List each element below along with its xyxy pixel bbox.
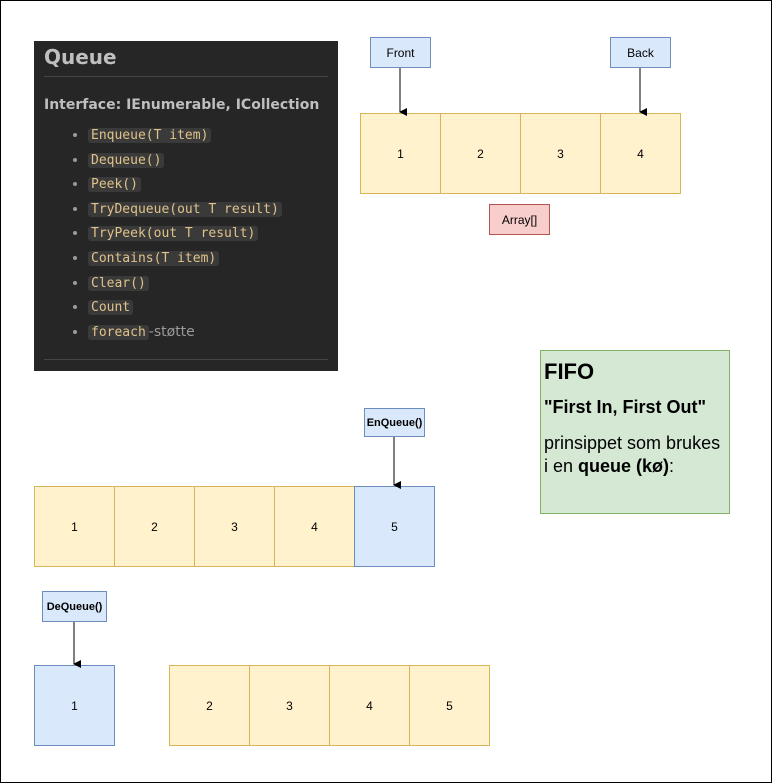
enqueue-cell-2: 2 xyxy=(114,486,195,567)
list-item: Peek() xyxy=(88,172,328,197)
method-list: Enqueue(T item) Dequeue() Peek() TryDequ… xyxy=(44,123,328,344)
foreach-suffix: -støtte xyxy=(148,323,195,340)
enqueue-cell-1: 1 xyxy=(34,486,115,567)
fifo-text: prinsippet som brukes i en queue (kø): xyxy=(544,432,726,478)
method-trydequeue: TryDequeue(out T result) xyxy=(88,201,282,217)
enqueue-cell-4: 4 xyxy=(274,486,355,567)
dequeue-label: DeQueue() xyxy=(42,591,107,622)
front-label: Front xyxy=(370,37,431,68)
fifo-text-bold: queue (kø) xyxy=(578,456,670,476)
top-cell-4: 4 xyxy=(600,113,681,194)
fifo-text-pre: prinsippet som brukes i en xyxy=(544,433,721,476)
dequeue-removed-cell: 1 xyxy=(34,665,115,746)
method-foreach: foreach xyxy=(88,324,149,340)
array-label: Array[] xyxy=(489,204,550,235)
top-cell-3: 3 xyxy=(520,113,601,194)
list-item: Enqueue(T item) xyxy=(88,123,328,148)
fifo-quote: "First In, First Out" xyxy=(544,397,707,417)
method-contains: Contains(T item) xyxy=(88,250,220,266)
method-trypeek: TryPeek(out T result) xyxy=(88,226,259,242)
method-dequeue: Dequeue() xyxy=(88,152,165,168)
list-item: Dequeue() xyxy=(88,148,328,173)
panel-divider xyxy=(44,359,328,360)
enqueue-label: EnQueue() xyxy=(364,408,425,437)
fifo-title: FIFO xyxy=(544,359,595,384)
dequeue-cell-2: 2 xyxy=(169,665,250,746)
list-item: TryPeek(out T result) xyxy=(88,221,328,246)
dequeue-cell-5: 5 xyxy=(409,665,490,746)
list-item: Count xyxy=(88,295,328,320)
panel-title: Queue xyxy=(44,41,328,77)
enqueue-cell-5-new: 5 xyxy=(354,486,435,567)
list-item: foreach-støtte xyxy=(88,320,328,345)
top-cell-1: 1 xyxy=(360,113,441,194)
method-count: Count xyxy=(88,300,134,316)
fifo-text-post: : xyxy=(669,456,675,476)
panel-interface: Interface: IEnumerable, ICollection xyxy=(44,97,320,113)
queue-info-panel: Queue Interface: IEnumerable, ICollectio… xyxy=(34,41,338,371)
method-peek: Peek() xyxy=(88,177,141,193)
list-item: Clear() xyxy=(88,271,328,296)
fifo-note: FIFO "First In, First Out" prinsippet so… xyxy=(540,350,730,514)
method-clear: Clear() xyxy=(88,275,149,291)
back-label: Back xyxy=(610,37,671,68)
dequeue-cell-4: 4 xyxy=(329,665,410,746)
method-enqueue: Enqueue(T item) xyxy=(88,128,212,143)
list-item: TryDequeue(out T result) xyxy=(88,197,328,222)
top-cell-2: 2 xyxy=(440,113,521,194)
enqueue-cell-3: 3 xyxy=(194,486,275,567)
list-item: Contains(T item) xyxy=(88,246,328,271)
